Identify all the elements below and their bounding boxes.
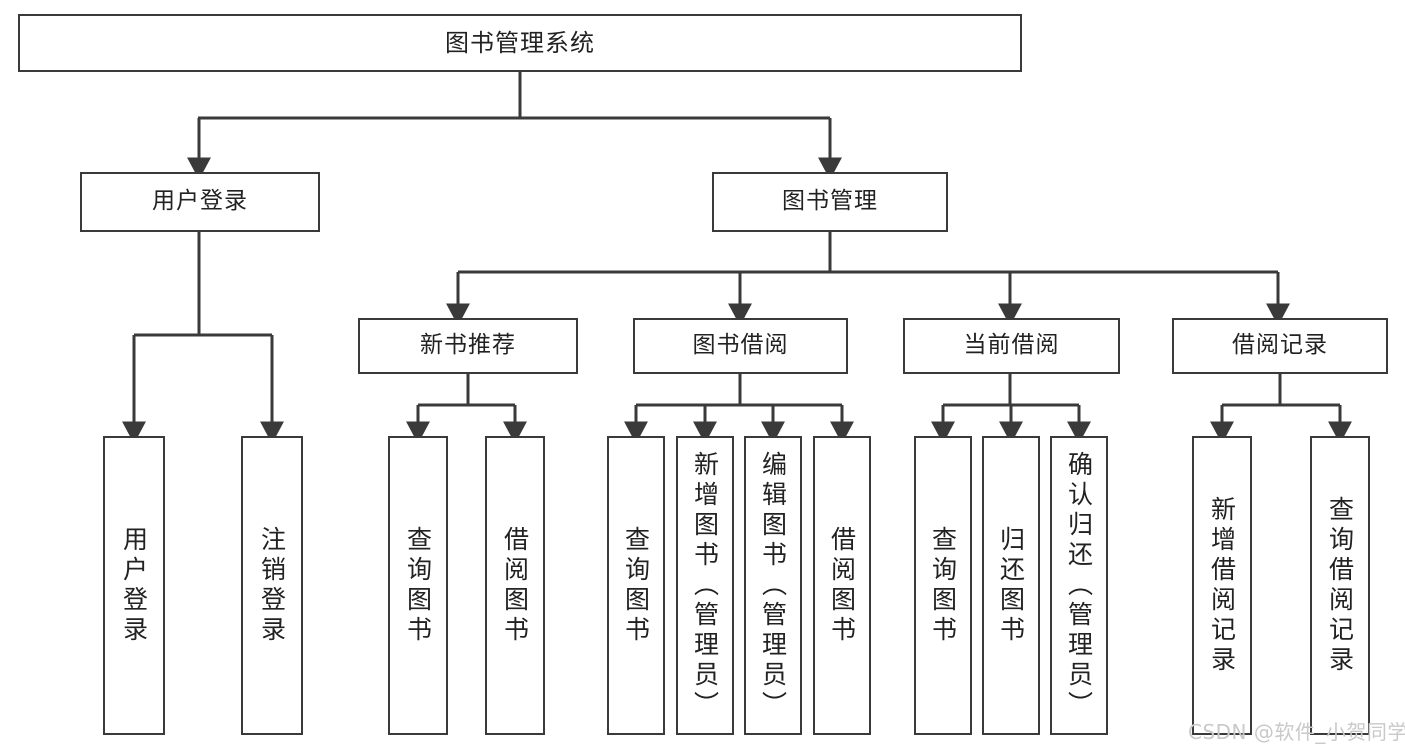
node-leaf-query-book-1[interactable]: 查询图书 bbox=[388, 436, 448, 735]
node-leaf-query-book-3-label: 查询图书 bbox=[928, 525, 958, 646]
edge-currentborrow-to-leaves bbox=[931, 374, 1091, 444]
node-leaf-edit-book-label: 编辑图书（管理员） bbox=[758, 450, 788, 721]
node-book-borrow[interactable]: 图书借阅 bbox=[633, 318, 848, 374]
edge-bookborrow-to-leaves bbox=[624, 374, 854, 444]
node-leaf-user-login-label: 用户登录 bbox=[119, 525, 149, 646]
node-root-label: 图书管理系统 bbox=[445, 28, 595, 57]
edge-bookmanagement-to-level3 bbox=[446, 232, 1290, 326]
node-leaf-borrow-book-2[interactable]: 借阅图书 bbox=[813, 436, 871, 735]
csdn-watermark: CSDN @软件_小贺同学 bbox=[1188, 720, 1405, 744]
node-leaf-confirm-return[interactable]: 确认归还（管理员） bbox=[1050, 436, 1108, 735]
node-leaf-query-book-2[interactable]: 查询图书 bbox=[607, 436, 665, 735]
node-borrow-record[interactable]: 借阅记录 bbox=[1172, 318, 1388, 374]
edge-root-to-level2 bbox=[187, 72, 842, 180]
node-current-borrow[interactable]: 当前借阅 bbox=[903, 318, 1120, 374]
node-user-login[interactable]: 用户登录 bbox=[80, 172, 320, 232]
node-leaf-return-book[interactable]: 归还图书 bbox=[982, 436, 1040, 735]
node-leaf-user-login[interactable]: 用户登录 bbox=[103, 436, 165, 735]
node-current-borrow-label: 当前借阅 bbox=[963, 332, 1060, 359]
node-leaf-borrow-book-1-label: 借阅图书 bbox=[500, 525, 530, 646]
node-leaf-query-record[interactable]: 查询借阅记录 bbox=[1310, 436, 1370, 735]
node-user-login-label: 用户登录 bbox=[152, 188, 248, 215]
node-leaf-return-book-label: 归还图书 bbox=[996, 525, 1026, 646]
node-leaf-query-record-label: 查询借阅记录 bbox=[1325, 495, 1355, 676]
node-leaf-add-record-label: 新增借阅记录 bbox=[1207, 495, 1237, 676]
node-leaf-query-book-3[interactable]: 查询图书 bbox=[914, 436, 972, 735]
node-new-book-recommend[interactable]: 新书推荐 bbox=[358, 318, 578, 374]
edge-borrowrecord-to-leaves bbox=[1210, 374, 1352, 444]
edge-userlogin-to-leaves bbox=[122, 232, 284, 444]
node-leaf-edit-book[interactable]: 编辑图书（管理员） bbox=[744, 436, 802, 735]
node-leaf-add-book-label: 新增图书（管理员） bbox=[690, 450, 720, 721]
node-new-book-recommend-label: 新书推荐 bbox=[420, 332, 516, 359]
node-leaf-user-logout-label: 注销登录 bbox=[257, 525, 287, 646]
node-book-management[interactable]: 图书管理 bbox=[712, 172, 948, 232]
node-root[interactable]: 图书管理系统 bbox=[18, 14, 1022, 72]
node-leaf-query-book-1-label: 查询图书 bbox=[403, 525, 433, 646]
node-leaf-add-book[interactable]: 新增图书（管理员） bbox=[676, 436, 734, 735]
node-book-management-label: 图书管理 bbox=[782, 188, 878, 215]
node-book-borrow-label: 图书借阅 bbox=[692, 332, 789, 359]
node-leaf-add-record[interactable]: 新增借阅记录 bbox=[1192, 436, 1252, 735]
node-leaf-borrow-book-1[interactable]: 借阅图书 bbox=[485, 436, 545, 735]
edge-newbook-to-leaves bbox=[406, 374, 527, 444]
node-leaf-user-logout[interactable]: 注销登录 bbox=[241, 436, 303, 735]
node-leaf-borrow-book-2-label: 借阅图书 bbox=[827, 525, 857, 646]
node-borrow-record-label: 借阅记录 bbox=[1232, 332, 1328, 359]
node-leaf-confirm-return-label: 确认归还（管理员） bbox=[1064, 450, 1094, 721]
node-leaf-query-book-2-label: 查询图书 bbox=[621, 525, 651, 646]
